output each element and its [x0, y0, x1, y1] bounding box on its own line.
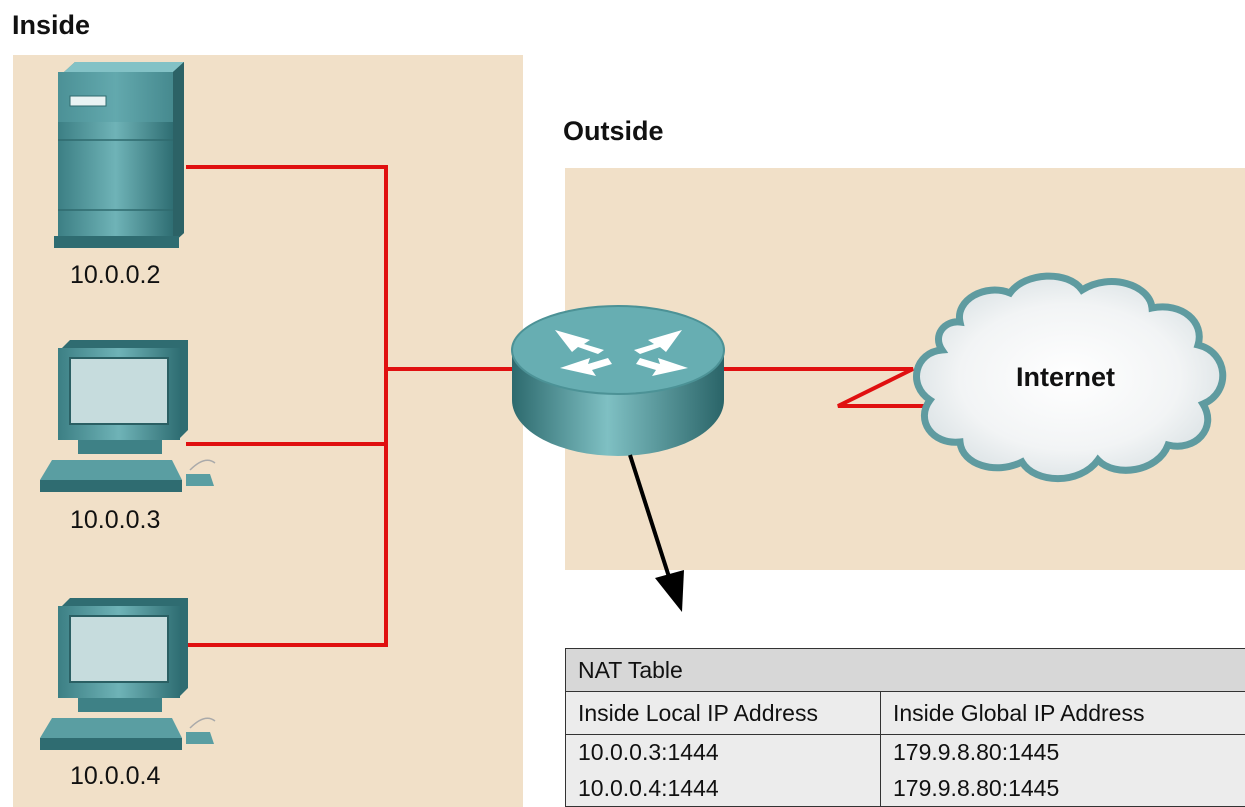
nat-cell-local: 10.0.0.4:1444 — [565, 770, 881, 807]
nat-table: NAT Table Inside Local IP Address Inside… — [565, 648, 1245, 807]
nat-cell-global: 179.9.8.80:1445 — [880, 770, 1245, 807]
workstation-icon[interactable] — [40, 598, 216, 750]
wan-serial-link — [724, 367, 934, 408]
server-link — [186, 165, 388, 647]
nat-column-header: Inside Global IP Address — [880, 691, 1245, 735]
nat-table-row: 10.0.0.3:1444 179.9.8.80:1445 — [565, 734, 1245, 771]
nat-table-row: 10.0.0.4:1444 179.9.8.80:1445 — [565, 770, 1245, 807]
server-icon[interactable] — [54, 62, 184, 248]
outside-heading: Outside — [563, 116, 664, 146]
nat-cell-local: 10.0.0.3:1444 — [565, 734, 881, 771]
network-links — [186, 165, 934, 647]
internet-label: Internet — [1016, 362, 1116, 392]
nat-lookup-arrow — [628, 454, 684, 612]
nat-table-title: NAT Table — [565, 648, 1245, 692]
nat-cell-global: 179.9.8.80:1445 — [880, 734, 1245, 771]
host-ip-label: 10.0.0.4 — [70, 762, 161, 790]
host-ip-label: 10.0.0.2 — [70, 261, 161, 289]
router-icon[interactable] — [511, 305, 725, 456]
cloud-icon — [913, 272, 1227, 483]
host-ip-label: 10.0.0.3 — [70, 506, 161, 534]
inside-heading: Inside — [12, 10, 91, 40]
nat-column-header: Inside Local IP Address — [565, 691, 881, 735]
workstation-icon[interactable] — [40, 340, 216, 492]
